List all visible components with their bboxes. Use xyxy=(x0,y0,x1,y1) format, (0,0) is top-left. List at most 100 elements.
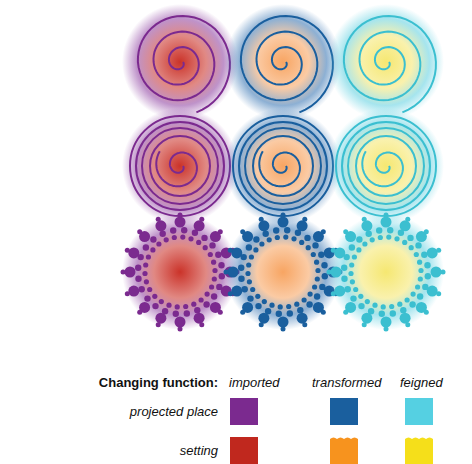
dot xyxy=(278,304,283,309)
color-swatch xyxy=(330,438,358,464)
dot xyxy=(246,244,252,250)
dot xyxy=(294,302,299,307)
dot xyxy=(175,217,186,228)
dot xyxy=(400,307,406,313)
dot xyxy=(173,311,179,317)
dot xyxy=(194,313,205,324)
dot xyxy=(183,304,188,309)
dot xyxy=(125,267,136,278)
dot xyxy=(196,240,201,245)
dot xyxy=(331,248,336,253)
dot xyxy=(283,235,288,240)
dot xyxy=(318,252,324,258)
dot xyxy=(219,273,225,279)
dot xyxy=(418,276,423,281)
dot xyxy=(389,304,394,309)
gradient-halo xyxy=(225,108,341,224)
dot xyxy=(350,279,355,284)
ring xyxy=(130,116,230,216)
dot xyxy=(150,247,155,252)
dot xyxy=(424,229,429,234)
spiral xyxy=(156,151,197,186)
gradient-halo xyxy=(122,214,238,330)
color-swatch xyxy=(405,398,433,425)
dot xyxy=(269,303,274,308)
dot xyxy=(361,220,372,231)
dot xyxy=(400,313,411,324)
dot xyxy=(397,302,402,307)
dot xyxy=(152,303,158,309)
dot xyxy=(121,270,126,275)
ring xyxy=(356,136,416,196)
dot xyxy=(356,236,362,242)
dot xyxy=(146,254,151,259)
dot xyxy=(188,236,193,241)
dot xyxy=(295,230,301,236)
dot xyxy=(212,276,217,281)
dot xyxy=(150,236,156,242)
dot xyxy=(240,229,245,234)
dot xyxy=(312,284,317,289)
dot xyxy=(302,217,307,222)
dot xyxy=(405,322,410,327)
dot xyxy=(255,303,261,309)
dot xyxy=(327,270,332,275)
dot xyxy=(390,310,396,316)
dot xyxy=(286,304,291,309)
dot xyxy=(138,254,144,260)
dot xyxy=(306,245,311,250)
dot xyxy=(422,284,428,290)
dot xyxy=(211,260,216,265)
legend-label: projected place xyxy=(130,404,218,420)
dot xyxy=(402,240,407,245)
dot xyxy=(358,303,364,309)
dot xyxy=(224,270,229,275)
dot xyxy=(441,270,446,275)
dot xyxy=(334,286,345,297)
dot xyxy=(245,271,250,276)
dot xyxy=(409,245,414,250)
dot xyxy=(216,284,222,290)
ring xyxy=(245,128,321,204)
dot xyxy=(203,301,209,307)
dot xyxy=(181,227,187,233)
dot xyxy=(398,230,404,236)
dot xyxy=(319,284,325,290)
dot xyxy=(394,236,399,241)
dot xyxy=(208,252,213,257)
dot xyxy=(343,229,348,234)
dot xyxy=(417,293,423,299)
dot xyxy=(170,227,176,233)
dot xyxy=(135,265,141,271)
dot xyxy=(366,231,372,237)
dot xyxy=(209,284,214,289)
dot xyxy=(372,303,377,308)
dot xyxy=(349,262,354,267)
dot xyxy=(405,217,410,222)
dot xyxy=(184,310,190,316)
dot xyxy=(209,242,215,248)
dot xyxy=(417,260,422,265)
dot xyxy=(166,303,171,308)
dot xyxy=(321,229,326,234)
dot xyxy=(358,294,363,299)
dot xyxy=(180,235,185,240)
dot xyxy=(341,265,347,271)
dot xyxy=(199,322,204,327)
dot xyxy=(259,217,264,222)
dot xyxy=(386,235,391,240)
color-swatch xyxy=(405,438,433,464)
color-swatch xyxy=(230,437,258,464)
dot xyxy=(164,237,169,242)
dot xyxy=(160,231,166,237)
dot xyxy=(362,322,367,327)
dot xyxy=(306,301,312,307)
dot xyxy=(155,220,166,231)
dot xyxy=(218,310,223,315)
dot xyxy=(267,237,272,242)
dot xyxy=(247,279,252,284)
dot xyxy=(218,262,224,268)
dot xyxy=(137,229,142,234)
dot xyxy=(414,252,419,257)
dot xyxy=(331,267,342,278)
